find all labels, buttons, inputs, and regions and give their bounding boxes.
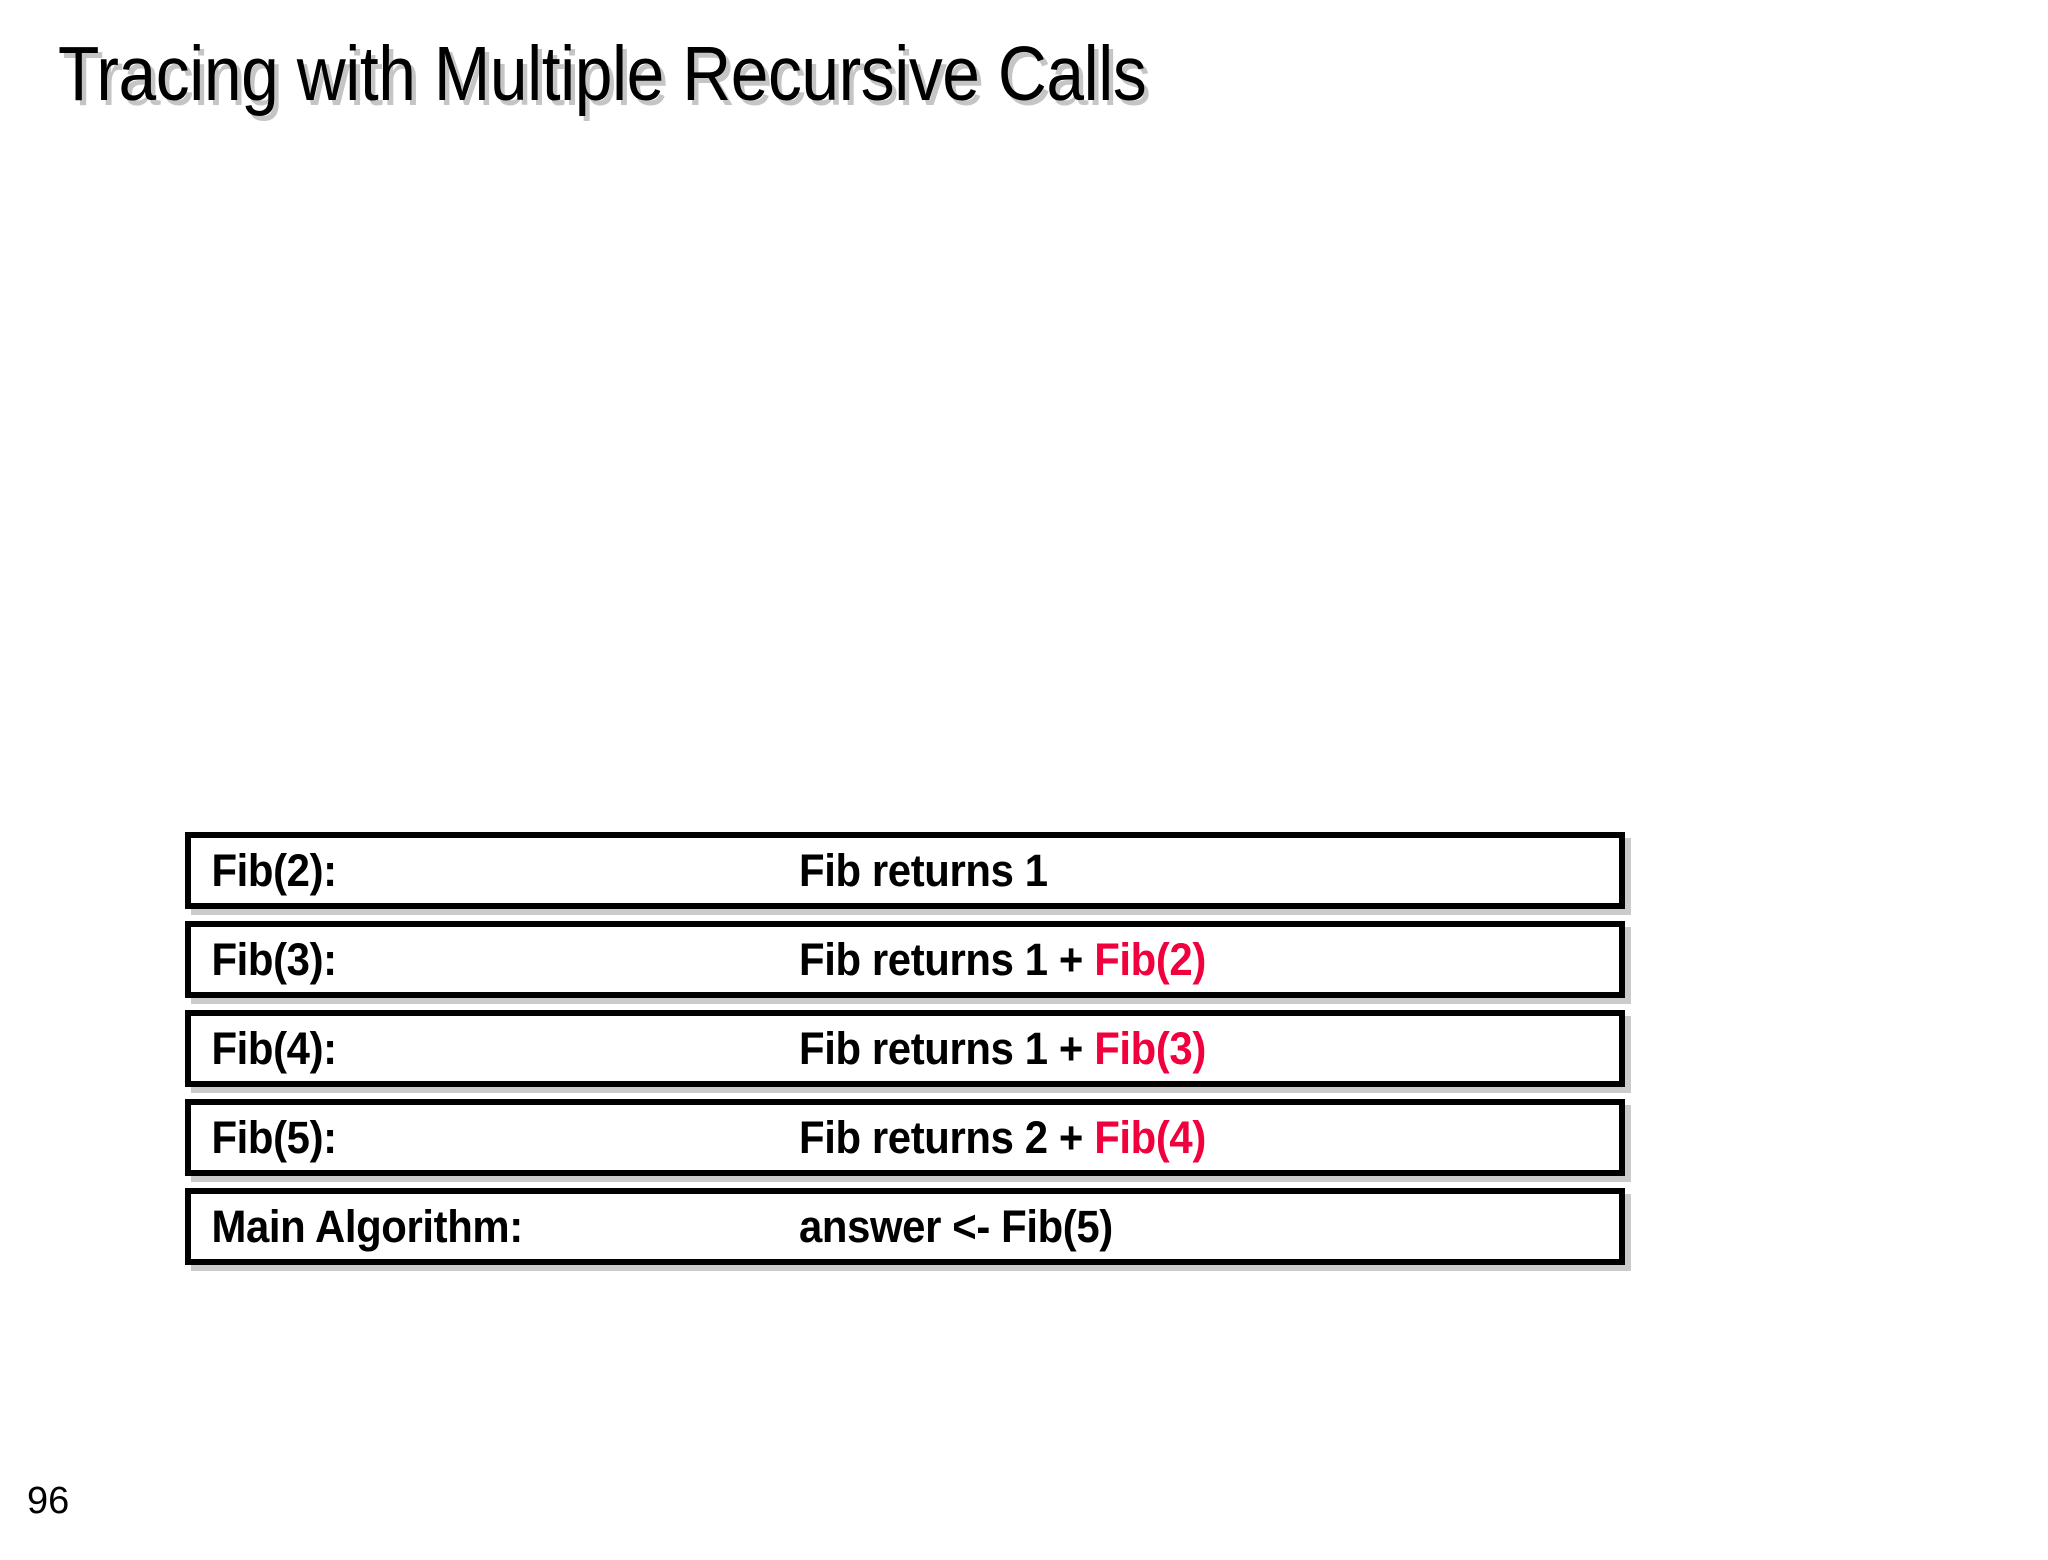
frame-return-expression: answer <- Fib(5) (799, 1201, 1562, 1253)
frame-return-expression: Fib returns 1 + Fib(3) (799, 1023, 1562, 1075)
frame-return-highlight: Fib(3) (1094, 1022, 1206, 1074)
frame-return-expression: Fib returns 1 (799, 845, 1562, 897)
frame-label: Fib(5): (211, 1111, 337, 1163)
frame-return-highlight: Fib(4) (1094, 1111, 1206, 1163)
call-stack-trace-list: Fib(2): Fib returns 1 Fib(3): Fib return… (185, 832, 1625, 1265)
frame-label: Fib(3): (211, 933, 337, 985)
frame-return-expression: Fib returns 1 + Fib(2) (799, 934, 1562, 986)
page-number: 96 (27, 1480, 70, 1522)
frame-label: Fib(2): (211, 844, 337, 896)
frame-return-plain: Fib returns 1 + (799, 933, 1095, 985)
frame-return-expression: Fib returns 2 + Fib(4) (799, 1112, 1562, 1164)
table-row: Fib(2): Fib returns 1 (185, 832, 1625, 909)
frame-return-plain: Fib returns 2 + (799, 1111, 1095, 1163)
page-title: Tracing with Multiple Recursive Calls (58, 31, 1147, 117)
table-row: Fib(4): Fib returns 1 + Fib(3) (185, 1010, 1625, 1087)
frame-return-plain: Fib returns 1 + (799, 1022, 1095, 1074)
frame-label: Main Algorithm: (211, 1200, 523, 1252)
frame-return-plain: Fib returns 1 (799, 844, 1048, 896)
table-row: Fib(5): Fib returns 2 + Fib(4) (185, 1099, 1625, 1176)
table-row: Main Algorithm: answer <- Fib(5) (185, 1188, 1625, 1265)
frame-label: Fib(4): (211, 1022, 337, 1074)
table-row: Fib(3): Fib returns 1 + Fib(2) (185, 921, 1625, 998)
frame-return-highlight: Fib(2) (1094, 933, 1206, 985)
frame-return-plain: answer <- Fib(5) (799, 1200, 1113, 1252)
